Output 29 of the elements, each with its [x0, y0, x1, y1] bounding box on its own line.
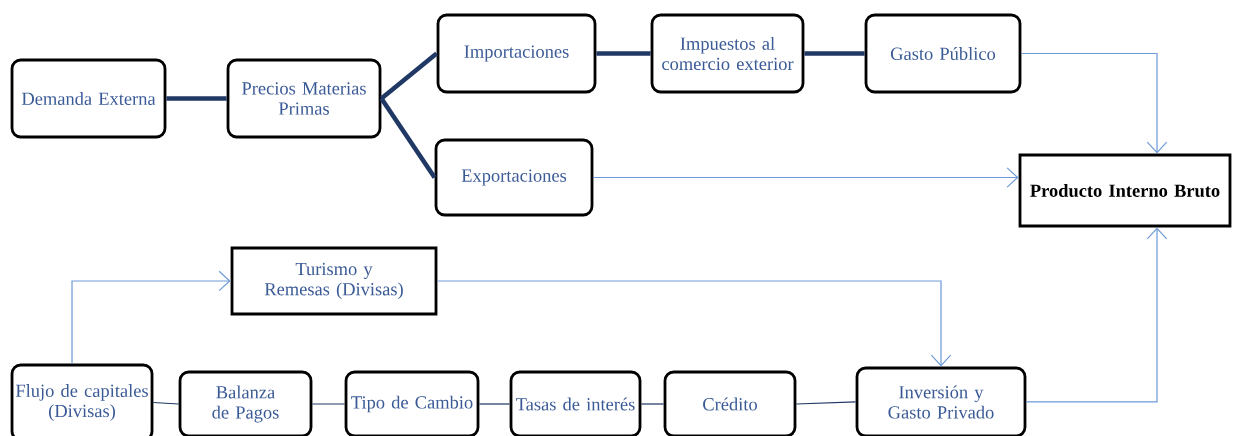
process-box: Impuestos al comercio exterior: [650, 13, 805, 94]
connector-line: [166, 96, 227, 101]
arrow: [1025, 227, 1168, 403]
connector-line: [804, 51, 865, 56]
process-box: Precios Materias Primas: [226, 58, 382, 139]
connector-line: [596, 51, 651, 56]
connector-line: [640, 403, 665, 405]
process-box: Crédito: [663, 370, 797, 436]
connector-line: [152, 401, 180, 405]
process-box: Importaciones: [436, 13, 597, 94]
connector-line: [379, 97, 437, 179]
arrow: [436, 280, 952, 367]
connector-line: [311, 403, 346, 405]
process-box: Exportaciones: [434, 138, 594, 217]
process-box: Inversión y Gasto Privado: [855, 366, 1027, 436]
process-box: Demanda Externa: [10, 58, 167, 139]
process-box: Producto Interno Bruto: [1018, 153, 1232, 228]
process-box: Balanza de Pagos: [178, 370, 313, 436]
connector-line: [795, 401, 857, 405]
connector-line: [478, 403, 511, 405]
process-box: Tasas de interés: [509, 370, 642, 436]
process-box: Flujo de capitales (Divisas): [10, 363, 154, 436]
process-box: Turismo y Remesas (Divisas): [230, 246, 438, 316]
arrow: [592, 167, 1019, 188]
arrow: [1020, 52, 1168, 154]
arrow: [71, 270, 231, 365]
process-box: Tipo de Cambio: [344, 370, 480, 436]
process-box: Gasto Público: [864, 13, 1022, 94]
connector-line: [379, 51, 439, 101]
